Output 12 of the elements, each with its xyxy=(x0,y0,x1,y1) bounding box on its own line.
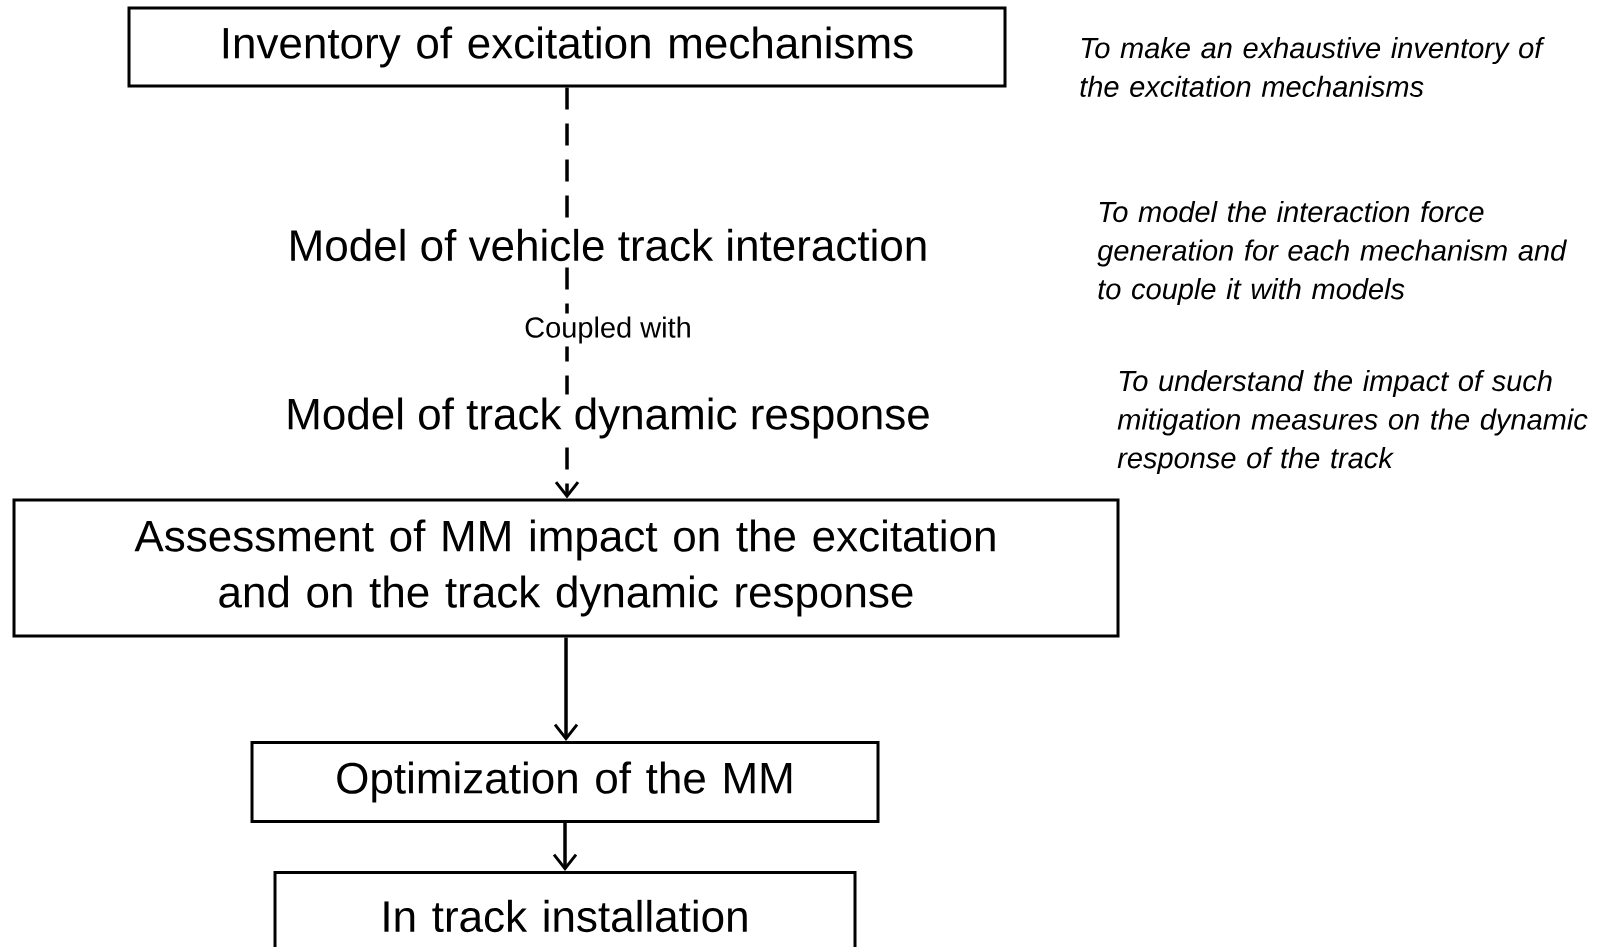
note-text: To understand the impact of such mitigation measures on the dynamic response of the track xyxy=(1117,369,1588,475)
process-box: In track installation xyxy=(273,871,857,947)
note-text: To model the interaction force generation for each mechanism and to couple it with models xyxy=(1097,200,1567,306)
arrow xyxy=(552,823,578,871)
flow-label: Model of vehicle track interaction xyxy=(284,225,932,265)
arrow xyxy=(553,637,579,741)
process-box: Optimization of the MM xyxy=(250,741,880,823)
note-text: To make an exhaustive inventory of the excitation mechanisms xyxy=(1080,37,1545,97)
flow-label: Model of track dynamic response xyxy=(282,394,934,442)
process-box: Assessment of MM impact on the excitation and on the track dynamic response xyxy=(12,498,1120,638)
flow-label: Coupled with xyxy=(521,313,695,347)
process-box: Inventory of excitation mechanisms xyxy=(127,6,1007,88)
